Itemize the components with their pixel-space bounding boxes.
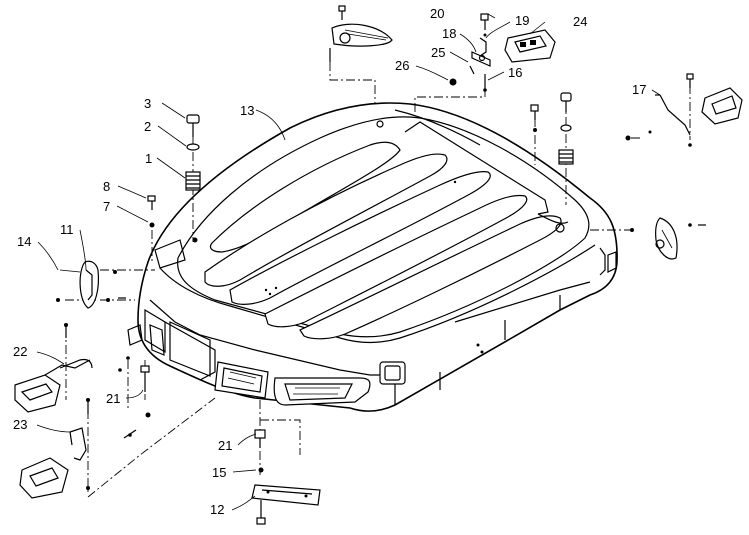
screw-part-8: [147, 195, 156, 210]
screw-part-16: [483, 74, 487, 92]
work-lamp-part-23: [19, 398, 137, 499]
callout-21-left: 21: [106, 391, 120, 406]
bracket-part-18: [471, 51, 491, 67]
callout-18: 18: [442, 26, 456, 41]
leader-lines: [36, 13, 661, 511]
screw-part-20: [480, 13, 489, 30]
side-lamp-right: [630, 217, 706, 260]
callout-7: 7: [103, 199, 110, 214]
callout-3: 3: [144, 96, 151, 111]
callout-8: 8: [103, 179, 110, 194]
washer-part-7: [149, 222, 155, 228]
bolt-part-21-lower: [254, 429, 266, 448]
callout-2: 2: [144, 119, 151, 134]
side-lamp-part-11: [56, 260, 126, 309]
callout-15: 15: [212, 465, 226, 480]
callout-20: 20: [430, 6, 444, 21]
work-lamp-part-17: [625, 73, 743, 147]
callout-14: 14: [17, 234, 31, 249]
light-module-part-24: [504, 29, 556, 63]
callout-23: 23: [13, 417, 27, 432]
bolt-part-3: [186, 114, 200, 137]
callout-13: 13: [240, 103, 254, 118]
callout-17: 17: [632, 82, 646, 97]
clip-part-19: [479, 33, 487, 57]
callout-1: 1: [145, 151, 152, 166]
screw-part-21-left: [140, 365, 151, 418]
callout-25: 25: [431, 45, 445, 60]
beacon-lamp-top: [329, 5, 393, 62]
callout-22: 22: [13, 344, 27, 359]
nut-part-26: [449, 78, 457, 86]
callout-11: 11: [60, 222, 74, 237]
work-lamp-part-22: [14, 323, 130, 413]
washer-part-2: [186, 143, 200, 151]
spring-part-1: [185, 171, 201, 191]
callout-19: 19: [515, 13, 529, 28]
callout-16: 16: [508, 65, 522, 80]
washer-part-15: [258, 467, 264, 473]
callout-21-lower: 21: [218, 438, 232, 453]
callout-12: 12: [210, 502, 224, 517]
callout-labels: 3 2 1 8 7 11 14 13 20 19 24 18 25 26 16 …: [13, 6, 646, 517]
screw-part-25: [469, 65, 475, 75]
callout-26: 26: [395, 58, 409, 73]
cover-part-12: [251, 484, 321, 525]
hardware-right-stack: [530, 92, 574, 165]
callout-24: 24: [573, 14, 587, 29]
cab-roof-assembly: [127, 102, 618, 412]
